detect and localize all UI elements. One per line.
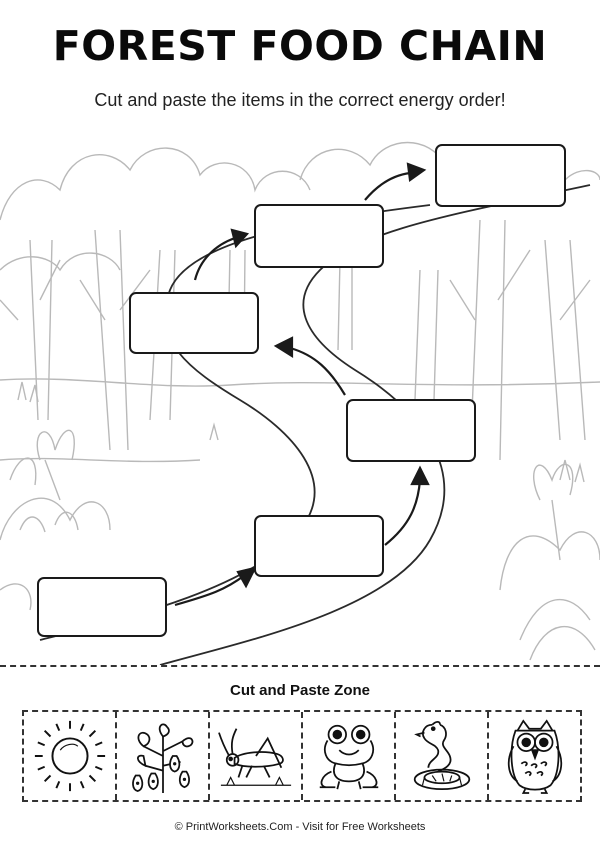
instructions: Cut and paste the items in the correct e… (0, 90, 600, 111)
cut-line (0, 665, 600, 667)
cut-item-sun[interactable] (24, 712, 117, 800)
answer-box-3[interactable] (346, 399, 476, 462)
answer-box-6[interactable] (435, 144, 566, 207)
cut-item-strawberry-plant[interactable] (117, 712, 210, 800)
footer-credit: © PrintWorksheets.Com - Visit for Free W… (0, 821, 600, 833)
page-title: FOREST FOOD CHAIN (0, 22, 600, 70)
cut-item-owl[interactable] (489, 712, 580, 800)
answer-box-1[interactable] (37, 577, 167, 637)
answer-box-2[interactable] (254, 515, 384, 577)
cut-item-snake[interactable] (396, 712, 489, 800)
sun-icon (31, 716, 109, 796)
snake-icon (403, 716, 481, 796)
owl-icon (496, 716, 574, 796)
cut-item-grasshopper[interactable] (210, 712, 303, 800)
cut-zone-title: Cut and Paste Zone (0, 682, 600, 699)
strawberry-plant-icon (124, 716, 202, 796)
answer-box-4[interactable] (129, 292, 259, 354)
answer-box-5[interactable] (254, 204, 384, 268)
cut-strip (22, 710, 582, 802)
cut-item-frog[interactable] (303, 712, 396, 800)
frog-icon (310, 716, 388, 796)
grasshopper-icon (217, 716, 295, 796)
